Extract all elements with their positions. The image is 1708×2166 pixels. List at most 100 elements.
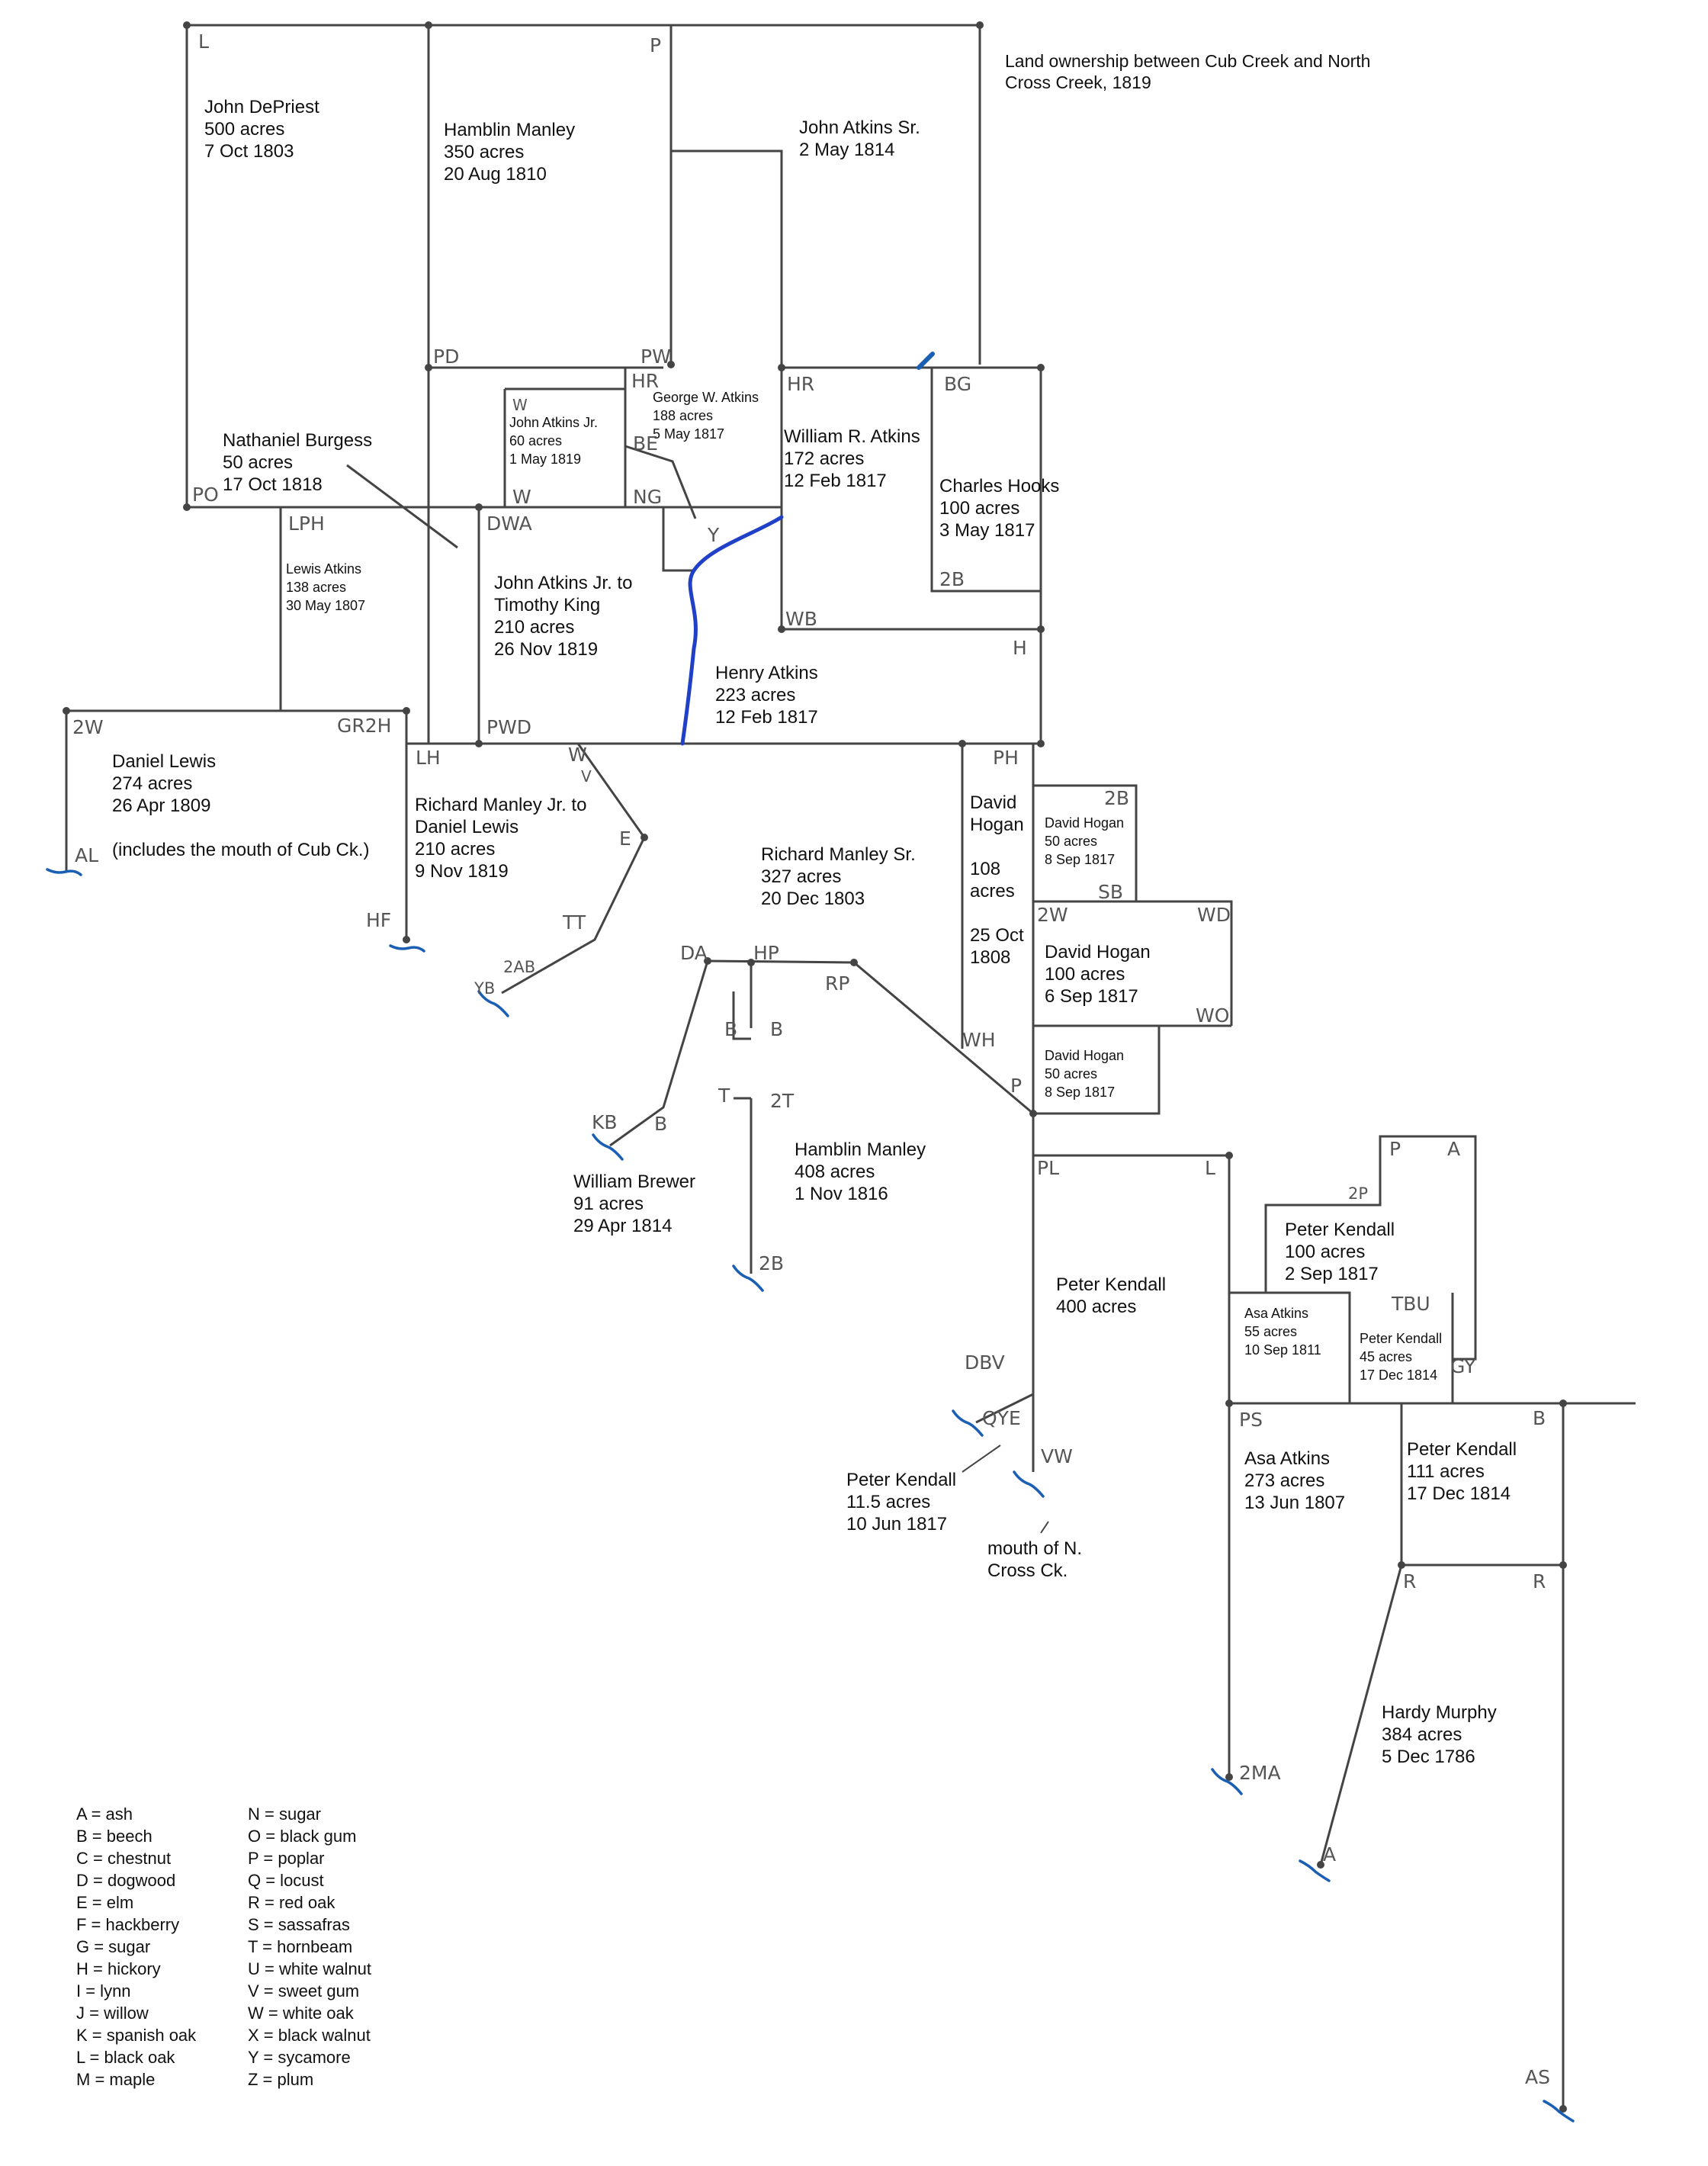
corner-marker: PW <box>640 345 671 368</box>
boundary-line <box>1319 1564 1403 1866</box>
corner-marker: A <box>1323 1843 1336 1866</box>
boundary-line <box>1264 1135 1477 1361</box>
corner-marker: L <box>1205 1157 1215 1179</box>
corner-dot <box>1559 1561 1567 1569</box>
corner-marker: AL <box>75 844 98 866</box>
corner-marker: YB <box>474 979 495 998</box>
corner-marker: SB <box>1098 881 1123 903</box>
corner-marker: 2P <box>1348 1184 1368 1203</box>
boundary-line <box>732 991 751 1040</box>
creek-mark <box>1543 2100 1575 2123</box>
corner-dot <box>1317 1861 1324 1869</box>
corner-marker: 2B <box>1104 787 1129 809</box>
corner-dot <box>976 21 984 29</box>
parcel-boundaries <box>65 24 1636 2109</box>
corner-dot <box>1559 2105 1567 2113</box>
creek-mark <box>477 990 509 1017</box>
corner-marker: VW <box>1041 1445 1073 1467</box>
boundary-line <box>1032 1114 1231 1403</box>
boundary-line <box>609 960 709 1147</box>
boundary-line <box>1229 1291 1351 1403</box>
corner-marker: R <box>1403 1570 1416 1592</box>
corner-marker: W <box>512 486 531 508</box>
corner-marker: 2W <box>1037 904 1068 926</box>
corner-marker: E <box>619 828 631 850</box>
corner-marker: B <box>1533 1407 1546 1429</box>
creek-marks <box>46 352 1575 2123</box>
corner-marker: PO <box>192 484 219 506</box>
boundary-line <box>662 507 694 572</box>
corner-marker: DWA <box>486 513 532 535</box>
corner-marker: QYE <box>982 1407 1021 1429</box>
boundary-line <box>501 743 646 995</box>
corner-marker: V <box>581 767 592 786</box>
corner-marker: WH <box>962 1029 996 1051</box>
pointer-line <box>962 1445 1001 1473</box>
corner-dot <box>1037 740 1045 747</box>
map-title: Land ownership between Cub Creek and Nor… <box>1005 51 1376 92</box>
corner-dot <box>704 957 711 965</box>
corner-marker: P <box>1010 1075 1022 1097</box>
corner-dot <box>1225 1400 1233 1407</box>
creek-mark <box>389 944 425 953</box>
corner-dot <box>1225 1152 1233 1159</box>
corner-dot <box>183 503 191 511</box>
corner-dot <box>425 21 432 29</box>
corner-dot <box>1398 1561 1405 1569</box>
corner-marker: HR <box>787 373 814 395</box>
corner-marker: LH <box>416 747 441 769</box>
corner-marker: AS <box>1525 2066 1550 2088</box>
corner-dot <box>63 707 70 715</box>
corner-marker: A <box>1447 1138 1460 1160</box>
corner-marker: GY <box>1450 1355 1476 1377</box>
corner-dot <box>667 361 675 368</box>
corner-marker: WD <box>1197 904 1231 926</box>
corner-dot <box>425 364 432 371</box>
corner-marker: Y <box>707 524 720 546</box>
corner-marker: B <box>654 1113 667 1135</box>
corner-dot <box>475 503 483 511</box>
corner-marker: NG <box>633 486 662 508</box>
corner-dot <box>403 936 410 943</box>
creek-mark <box>952 1409 984 1437</box>
corner-marker: 2B <box>759 1252 784 1274</box>
corner-marker: DA <box>680 942 708 964</box>
corner-marker: P <box>650 34 661 56</box>
corner-dot <box>850 959 858 966</box>
creek-mark <box>1211 1768 1243 1795</box>
corner-marker: PS <box>1239 1409 1263 1431</box>
creek-mark <box>1299 1859 1331 1882</box>
corner-marker: PD <box>433 345 459 368</box>
creek-mark <box>917 352 935 370</box>
corner-marker: GR2H <box>337 715 391 737</box>
corner-dot <box>640 834 648 841</box>
creek-mark <box>46 868 82 876</box>
corner-marker: PWD <box>486 716 531 738</box>
corner-dot <box>183 21 191 29</box>
corner-dot <box>403 707 410 715</box>
corner-marker: PH <box>993 747 1019 769</box>
creek-line <box>680 515 784 746</box>
tree-legend: A = ash B = beech C = chestnut D = dogwo… <box>76 1804 371 2089</box>
corner-marker: RP <box>825 972 849 995</box>
corner-dot <box>1559 1400 1567 1407</box>
corner-dot <box>747 959 755 966</box>
parcel-label: John Atkins Sr.2 May 1814 <box>799 117 920 160</box>
corner-marker: H <box>1013 637 1027 659</box>
corner-marker: DBV <box>965 1351 1005 1374</box>
